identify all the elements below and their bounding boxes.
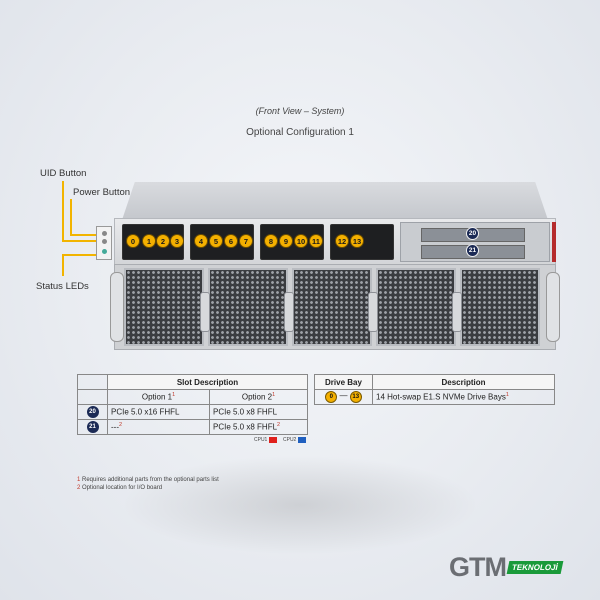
left-rack-handle[interactable] xyxy=(110,272,124,342)
drive-bay-11[interactable]: 11 xyxy=(309,234,323,248)
slot-table-corner xyxy=(77,374,108,390)
view-caption: (Front View – System) xyxy=(255,106,345,116)
option1-cell: ---2 xyxy=(107,419,210,435)
power-button[interactable] xyxy=(102,239,107,244)
fan-module-3[interactable] xyxy=(292,268,372,346)
drive-bay-header: Drive Bay xyxy=(314,374,373,390)
drive-bay-3[interactable]: 3 xyxy=(170,234,184,248)
control-panel xyxy=(96,226,112,260)
option1-header: Option 11 xyxy=(107,389,210,405)
drive-bay-2[interactable]: 2 xyxy=(156,234,170,248)
description-header: Description xyxy=(372,374,555,390)
slot-badge-20: 20 xyxy=(466,227,479,240)
drive-bay-8[interactable]: 8 xyxy=(264,234,278,248)
drive-bay-6[interactable]: 6 xyxy=(224,234,238,248)
fan-module-2[interactable] xyxy=(208,268,288,346)
status-leds-label: Status LEDs xyxy=(36,281,89,292)
drive-bay-10[interactable]: 10 xyxy=(294,234,308,248)
option2-header: Option 21 xyxy=(209,389,308,405)
drive-bay-table: Drive Bay Description 0 — 13 14 Hot-swap… xyxy=(314,374,555,405)
fan-latch-3[interactable] xyxy=(368,292,378,332)
footnotes: 1 Requires additional parts from the opt… xyxy=(77,476,219,492)
uid-callout-line-h xyxy=(62,240,98,242)
drive-bay-13[interactable]: 13 xyxy=(350,234,364,248)
status-led xyxy=(102,249,107,254)
fan-module-4[interactable] xyxy=(376,268,456,346)
fan-module-5[interactable] xyxy=(460,268,540,346)
drive-bay-description: 14 Hot-swap E1.S NVMe Drive Bays1 xyxy=(372,389,555,405)
logo-text: GTM xyxy=(449,552,507,582)
footnote-1: 1 Requires additional parts from the opt… xyxy=(77,477,219,483)
drive-bay-7[interactable]: 7 xyxy=(239,234,253,248)
cpu2-swatch xyxy=(298,437,307,443)
table-row: 0 — 13 14 Hot-swap E1.S NVMe Drive Bays1 xyxy=(314,389,555,405)
uid-button[interactable] xyxy=(102,231,107,236)
drive-bay-5[interactable]: 5 xyxy=(209,234,223,248)
fan-latch-1[interactable] xyxy=(200,292,210,332)
server-chassis: 0 1 2 3 4 5 6 7 8 9 10 11 12 13 20 21 xyxy=(110,182,560,350)
slot-table-blank xyxy=(77,389,108,405)
option1-cell: PCIe 5.0 x16 FHFL xyxy=(107,404,210,420)
right-rack-handle[interactable] xyxy=(546,272,560,342)
floor-shadow xyxy=(120,455,480,555)
leds-callout-line xyxy=(62,254,64,276)
drive-bay-range: 0 — 13 xyxy=(314,389,373,405)
drive-bay-1[interactable]: 1 xyxy=(142,234,156,248)
cpu1-swatch xyxy=(269,437,278,443)
table-row: 20 PCIe 5.0 x16 FHFL PCIe 5.0 x8 FHFL xyxy=(77,404,308,420)
slot-cell: 20 xyxy=(77,404,108,420)
uid-callout-line xyxy=(62,181,64,241)
fan-latch-2[interactable] xyxy=(284,292,294,332)
chassis-top xyxy=(122,182,548,220)
fan-module-1[interactable] xyxy=(124,268,204,346)
option2-cell: PCIe 5.0 x8 FHFL2 xyxy=(209,419,308,435)
drive-bay-4[interactable]: 4 xyxy=(194,234,208,248)
leds-callout-line-h xyxy=(62,254,98,256)
gtm-logo: GTM TEKNOLOJİ xyxy=(449,552,564,583)
footnote-2: 2 Optional location for I/O board xyxy=(77,485,163,491)
logo-tag: TEKNOLOJİ xyxy=(506,561,564,574)
power-callout-line-h xyxy=(70,234,98,236)
cpu1-legend: CPU1 xyxy=(254,437,278,443)
uid-button-label: UID Button xyxy=(40,168,87,179)
brand-strip xyxy=(552,222,556,262)
slot-cell: 21 xyxy=(77,419,108,435)
power-callout-line xyxy=(70,199,72,235)
drive-bay-9[interactable]: 9 xyxy=(279,234,293,248)
option2-cell: PCIe 5.0 x8 FHFL xyxy=(209,404,308,420)
table-row: 21 ---2 PCIe 5.0 x8 FHFL2 xyxy=(77,419,308,435)
config-caption: Optional Configuration 1 xyxy=(246,127,354,138)
slot-description-table: Slot Description Option 11 Option 21 20 … xyxy=(77,374,308,435)
power-button-label: Power Button xyxy=(73,187,131,198)
cpu2-legend: CPU2 xyxy=(283,437,307,443)
fan-latch-4[interactable] xyxy=(452,292,462,332)
drive-bay-12[interactable]: 12 xyxy=(335,234,349,248)
slot-badge-21: 21 xyxy=(466,244,479,257)
drive-bay-0[interactable]: 0 xyxy=(126,234,140,248)
slot-table-title: Slot Description xyxy=(107,374,308,390)
